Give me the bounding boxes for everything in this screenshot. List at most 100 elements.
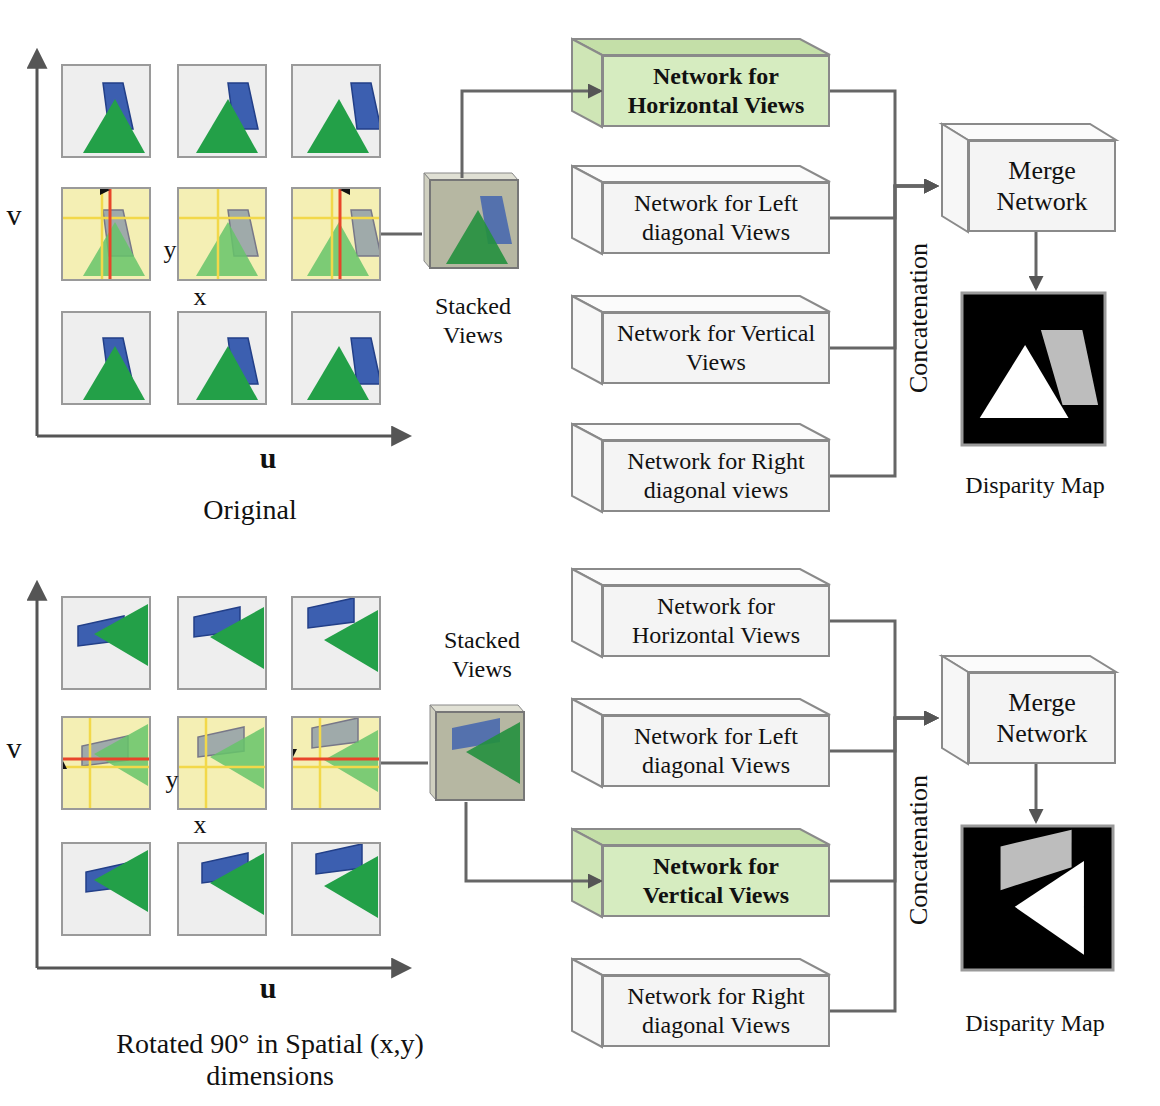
green-triangle [83, 222, 145, 276]
view-image [282, 178, 390, 290]
slice-marker [100, 188, 110, 195]
slice-marker [340, 188, 350, 195]
view-image [178, 65, 266, 157]
green-triangle [324, 610, 378, 672]
view-image [62, 597, 150, 689]
picture-caption: Stacked Views [415, 292, 531, 350]
green-triangle [446, 210, 508, 264]
view-frame [62, 65, 150, 157]
connector-arrow [830, 186, 936, 218]
slice-line [339, 188, 342, 280]
box-depth-faces [572, 39, 1116, 1047]
view-image [166, 709, 278, 817]
disparity-map-picture [962, 293, 1105, 445]
box-label: Network for Horizontal Views [612, 592, 820, 650]
view-frame [292, 65, 380, 157]
view-frame [292, 717, 380, 809]
merge-box: Merge Network [968, 672, 1116, 764]
slice-line [109, 188, 112, 280]
box-label: Merge Network [978, 155, 1106, 217]
merge-box: Merge Network [968, 140, 1116, 232]
near-region [980, 345, 1069, 418]
axis-label: u [260, 971, 277, 1006]
box-label: Network for Vertical Views [612, 319, 820, 377]
axis-label: v [7, 731, 22, 766]
network-box: Network for Horizontal Views [602, 55, 830, 127]
disparity-frame [962, 826, 1113, 970]
view-frame [178, 312, 266, 404]
slice-line [62, 758, 150, 761]
view-image [168, 178, 276, 290]
view-image [178, 597, 266, 689]
box-top-face [572, 959, 830, 975]
view-frame [62, 188, 150, 280]
green-triangle [94, 724, 148, 786]
box-side-face [572, 424, 602, 512]
connector-arrow [830, 621, 936, 718]
concatenation-label: Concatenation [904, 243, 934, 393]
network-box: Network for Left diagonal Views [602, 182, 830, 254]
view-image [292, 65, 381, 157]
box-side-face [572, 166, 602, 254]
picture-node: Disparity Map [950, 290, 1120, 500]
view-frame [292, 843, 380, 935]
green-triangle [210, 727, 264, 789]
picture-node: Disparity Map [950, 823, 1120, 1038]
green-triangle [196, 222, 258, 276]
box-label: Merge Network [978, 687, 1106, 749]
connector-arrow [462, 91, 600, 178]
view-image [178, 312, 266, 404]
box-top-face [572, 296, 830, 312]
picture-node: Stacked Views [415, 170, 531, 350]
green-triangle [210, 853, 264, 915]
connector-arrow [830, 718, 936, 1011]
view-frame [178, 188, 266, 280]
box-top-face [942, 124, 1116, 140]
network-box: Network for Right diagonal views [602, 440, 830, 512]
connector-arrow [1035, 232, 1038, 288]
view-image [292, 597, 380, 689]
box-side-face [572, 39, 602, 127]
box-side-face [572, 569, 602, 657]
axis-label: y [164, 235, 177, 265]
view-frame [62, 312, 150, 404]
view-frame [62, 843, 150, 935]
epipolar-line [178, 766, 266, 769]
view-frame [292, 312, 380, 404]
box-top-face [572, 569, 830, 585]
view-links [380, 234, 428, 763]
epipolar-line [178, 217, 266, 220]
view-image [50, 709, 162, 817]
figure-caption: Rotated 90° in Spatial (x,y) dimensions [105, 1028, 435, 1092]
view-grid [50, 65, 392, 935]
blue-trapezoid [308, 598, 354, 628]
box-label: Network for Vertical Views [612, 852, 820, 910]
axes [37, 52, 408, 968]
green-triangle [94, 850, 148, 912]
green-triangle [307, 222, 369, 276]
view-image [62, 65, 150, 157]
box-side-face [572, 829, 602, 917]
epipolar-line [62, 766, 150, 769]
view-image [292, 843, 380, 935]
view-frame [292, 597, 380, 689]
stacked-views-picture [424, 173, 518, 268]
picture-caption: Stacked Views [420, 626, 544, 684]
picture-caption: Disparity Map [965, 471, 1104, 500]
stacked-views-picture [430, 705, 524, 800]
box-label: Network for Horizontal Views [612, 62, 820, 120]
slab-top [430, 705, 524, 712]
box-label: Network for Right diagonal Views [612, 982, 820, 1040]
box-top-face [572, 699, 830, 715]
view-image [52, 178, 160, 290]
connector-arrow [830, 718, 936, 751]
box-side-face [572, 959, 602, 1047]
green-triangle [307, 346, 369, 400]
view-frame [178, 843, 266, 935]
picture-node: Stacked Views [420, 626, 544, 806]
box-top-face [572, 166, 830, 182]
view-frame [178, 65, 266, 157]
view-image [280, 709, 392, 817]
